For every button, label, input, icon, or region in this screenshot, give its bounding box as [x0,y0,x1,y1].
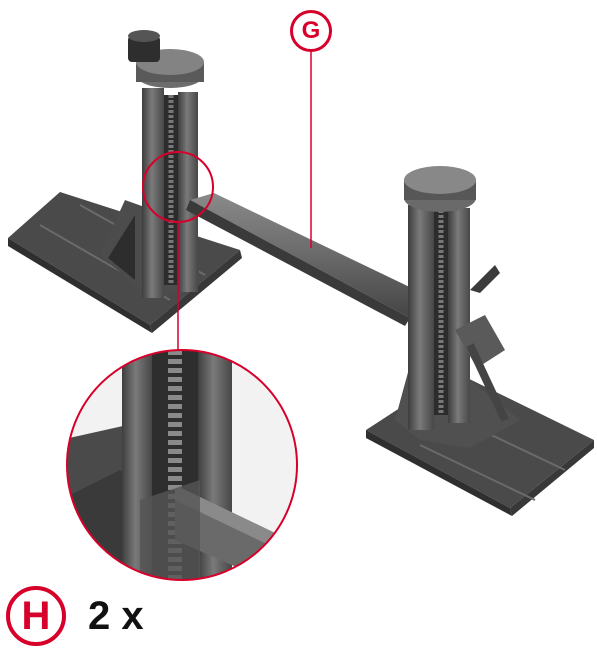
magnifier-detail-illustration [67,350,297,580]
cross-beam [186,193,420,326]
right-jack-stand [395,166,520,448]
callout-part-label: G [290,10,332,52]
magnifier-ring [66,349,298,581]
step-label-badge: H [6,586,66,646]
left-jack-stand [100,30,204,298]
quantity-label: 2 x [88,594,144,638]
